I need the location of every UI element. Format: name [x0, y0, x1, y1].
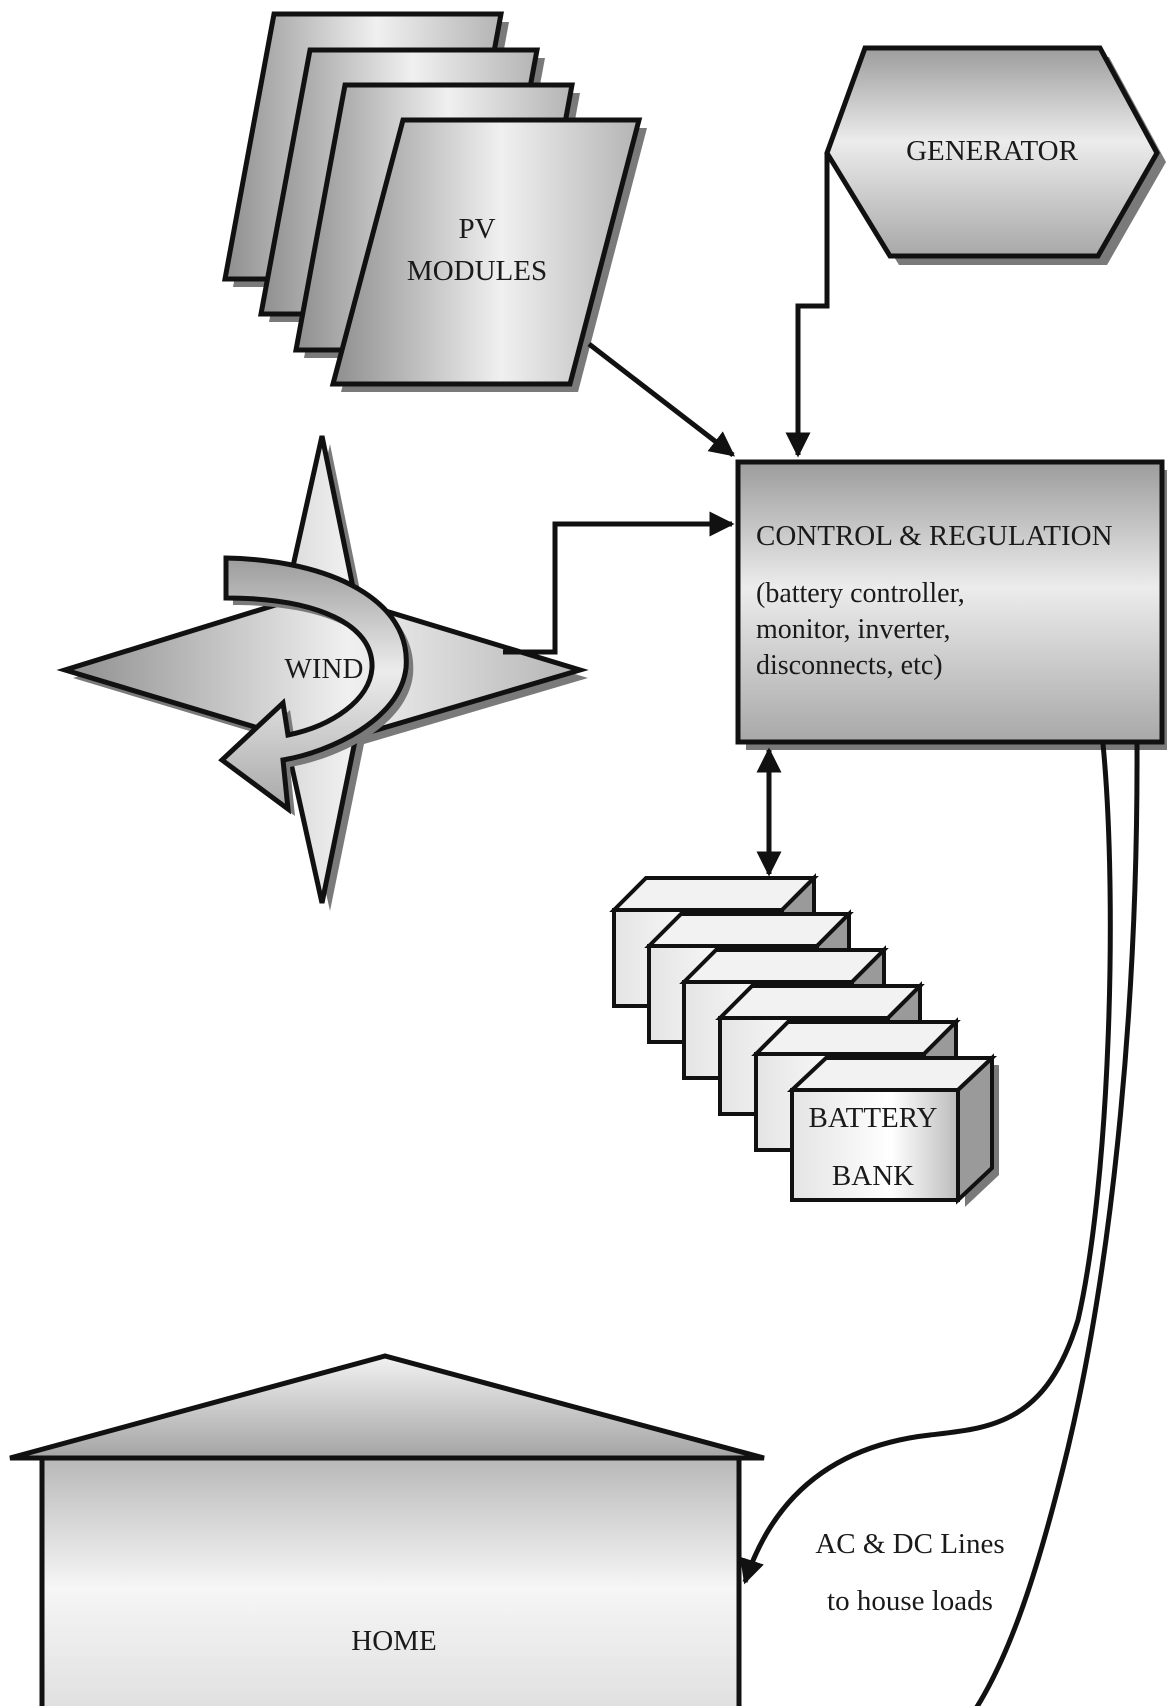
generator-node: GENERATOR [824, 45, 1166, 265]
connectors [503, 153, 1140, 1706]
wind-compass-icon [56, 435, 589, 911]
battery-bank-node: BATTERY BANK [609, 873, 999, 1207]
pv-label-line2: MODULES [407, 255, 547, 287]
lines-annotation: AC & DC Lines to house loads [815, 1528, 1004, 1617]
pv-panel-stack-icon [221, 11, 647, 392]
battery-stack-icon [609, 873, 999, 1207]
lines-annotation-line2: to house loads [827, 1585, 993, 1617]
wind-node: WIND [56, 435, 589, 911]
home-node: HOME [9, 1353, 765, 1706]
pv-label-line1: PV [458, 213, 495, 245]
battery-label-line2: BANK [832, 1160, 914, 1192]
control-box [735, 459, 1165, 745]
home-walls [39, 1455, 742, 1706]
home-roof [9, 1353, 765, 1461]
edge-control-to-home-line1 [740, 743, 1113, 1585]
control-title: CONTROL & REGULATION [756, 520, 1113, 552]
control-detail-line1: (battery controller, [756, 578, 965, 609]
battery-label-line1: BATTERY [809, 1102, 938, 1134]
generator-label: GENERATOR [906, 135, 1079, 167]
control-detail-line3: disconnects, etc) [756, 650, 943, 681]
wind-label: WIND [285, 653, 364, 685]
lines-annotation-line1: AC & DC Lines [815, 1528, 1004, 1560]
edge-generator-to-control [785, 153, 830, 458]
control-detail-line2: monitor, inverter, [756, 614, 950, 645]
edge-control-to-home-line2 [974, 743, 1140, 1706]
control-regulation-node: CONTROL & REGULATION (battery controller… [735, 459, 1167, 750]
home-label: HOME [351, 1625, 436, 1657]
edge-pv-to-control [587, 342, 735, 457]
edge-wind-to-control [503, 511, 735, 655]
pv-modules-node: PV MODULES [221, 11, 647, 392]
wind-swirl-arrow [218, 555, 409, 815]
